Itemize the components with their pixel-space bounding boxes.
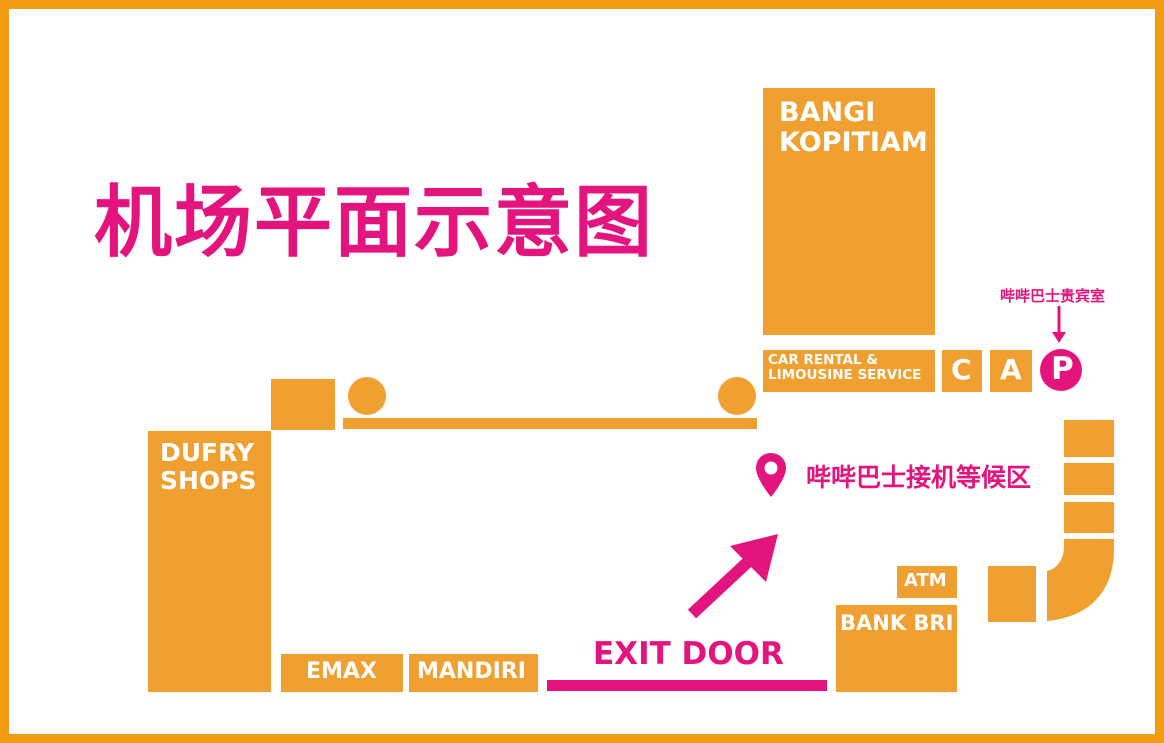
a-label: A: [1000, 353, 1022, 386]
right-stack-block-1: [1064, 420, 1114, 457]
dufry-shops-block: DUFRY SHOPS: [148, 431, 271, 692]
emax-label: EMAX: [306, 659, 377, 684]
emax-block: EMAX: [281, 654, 403, 692]
dufry-shops-label: DUFRY SHOPS: [160, 438, 257, 495]
atm-label: ATM: [904, 570, 947, 591]
mandiri-label: MANDIRI: [417, 659, 526, 684]
corridor-bar: [343, 418, 757, 429]
car-rental-block: CAR RENTAL & LIMOUSINE SERVICE: [763, 350, 935, 392]
right-stack-block-2: [1064, 463, 1114, 495]
atm-block: ATM: [897, 566, 957, 598]
car-rental-label: CAR RENTAL & LIMOUSINE SERVICE: [768, 352, 922, 384]
curved-corridor-block: [1047, 539, 1114, 621]
a-block: A: [990, 350, 1032, 392]
arrow-down-icon: [1052, 306, 1066, 343]
bangi-kopitiam-block: BANGI KOPITIAM: [763, 88, 935, 335]
mandiri-block: MANDIRI: [409, 654, 538, 692]
location-pin-icon: [756, 453, 786, 497]
bangi-kopitiam-label: BANGI KOPITIAM: [779, 97, 928, 159]
map-title: 机场平面示意图: [94, 178, 655, 268]
parking-icon: P: [1040, 349, 1082, 391]
pickup-area-label: 哔哔巴士接机等候区: [806, 463, 1032, 492]
parking-label: P: [1051, 351, 1074, 387]
right-square-block: [988, 566, 1036, 622]
c-block: C: [942, 350, 982, 392]
arrow-up-right-icon: [687, 534, 778, 619]
exit-door-bar: [547, 680, 827, 691]
bank-bri-label: BANK BRI: [840, 611, 954, 635]
exit-door-label: EXIT DOOR: [593, 636, 784, 672]
right-stack-block-3: [1064, 502, 1114, 533]
bank-bri-block: BANK BRI: [836, 605, 957, 692]
vip-lounge-label: 哔哔巴士贵宾室: [1000, 287, 1106, 305]
c-label: C: [951, 353, 972, 386]
corridor-circle-left: [348, 377, 386, 415]
small-square-block: [271, 379, 335, 430]
corridor-circle-right: [718, 377, 756, 415]
